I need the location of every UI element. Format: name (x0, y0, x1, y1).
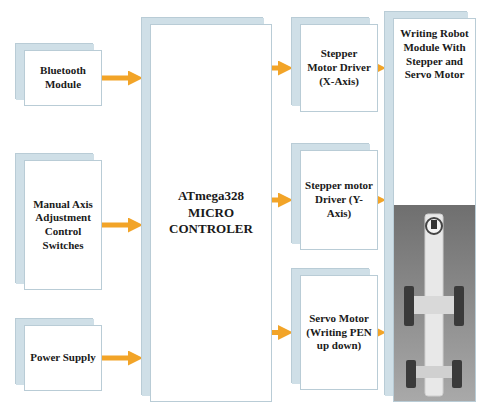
box-label: Writing Robot Module With Stepper and Se… (398, 27, 471, 82)
box-label: Servo Motor (Writing PEN up down) (305, 312, 373, 353)
pen-holder (426, 218, 442, 234)
box-label: Stepper Motor Driver (X-Axis) (305, 47, 373, 88)
input-box: Manual Axis Adjustment Control Switches (24, 160, 102, 290)
driver-box: Servo Motor (Writing PEN up down) (300, 275, 378, 390)
box-label: Stepper motor Driver (Y-Axis) (305, 179, 373, 220)
wheel (404, 286, 414, 326)
signal-arrow (102, 76, 137, 81)
box-label: Bluetooth Module (29, 64, 97, 92)
axle (414, 296, 454, 314)
input-box: Bluetooth Module (24, 50, 102, 106)
controller-box: ATmega328 MICRO CONTROLER (150, 24, 272, 402)
axle (416, 366, 452, 378)
wheel (452, 360, 462, 388)
signal-arrow (102, 356, 137, 361)
signal-arrow (378, 198, 380, 203)
signal-arrow (378, 66, 380, 71)
input-box: Power Supply (24, 325, 102, 391)
signal-arrow (102, 223, 137, 228)
wheel (406, 360, 416, 388)
driver-box: Stepper motor Driver (Y-Axis) (300, 150, 378, 250)
box-label: ATmega328 MICRO CONTROLER (155, 188, 267, 239)
signal-arrow (272, 330, 287, 335)
driver-box: Stepper Motor Driver (X-Axis) (300, 24, 378, 112)
photo-ground (393, 205, 475, 401)
box-label: Power Supply (29, 351, 97, 365)
signal-arrow (272, 198, 287, 203)
signal-arrow (272, 66, 287, 71)
signal-arrow (378, 330, 380, 335)
module-box: Writing Robot Module With Stepper and Se… (393, 18, 476, 402)
wheel (454, 286, 464, 326)
pen (431, 220, 437, 229)
box-label: Manual Axis Adjustment Control Switches (29, 198, 97, 253)
